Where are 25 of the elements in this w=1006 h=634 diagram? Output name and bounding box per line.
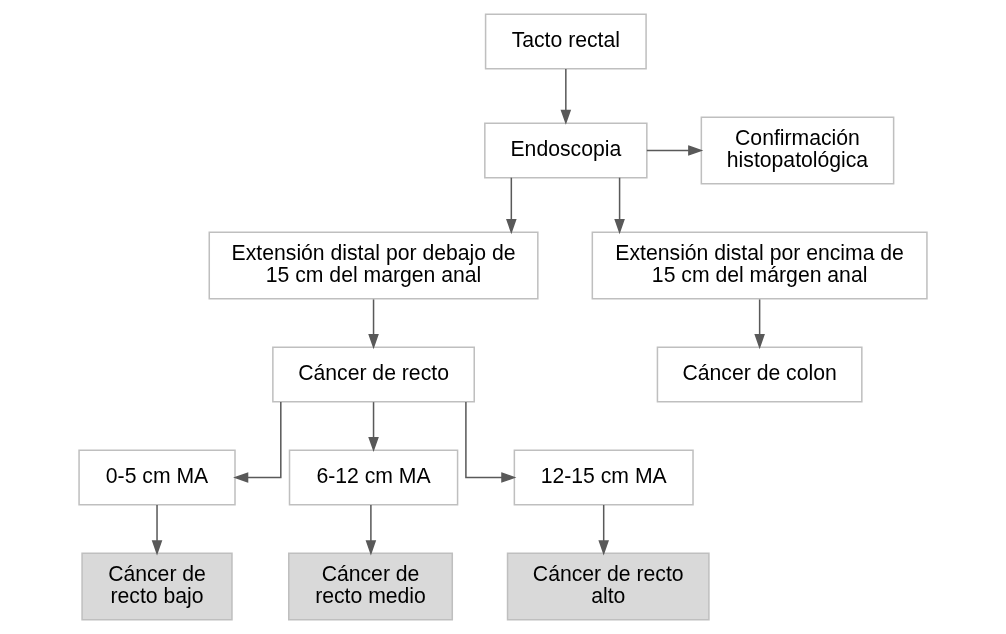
arrow	[151, 504, 163, 556]
arrow	[233, 401, 282, 483]
node-box: Extensión distal por debajo de 15 cm del margen anal	[208, 231, 539, 300]
arrow	[598, 504, 609, 556]
arrow	[646, 145, 704, 156]
arrow	[506, 176, 517, 235]
arrow	[614, 176, 625, 235]
node-box: Cáncer de colon	[656, 346, 863, 403]
arrow	[368, 298, 379, 350]
node-box: Cáncer de recto	[272, 346, 475, 403]
node-box: Endoscopia	[484, 122, 648, 179]
node-box: Extensión distal por encima de 15 cm del márgen anal	[591, 231, 928, 300]
node-box: 6-12 cm MA	[288, 449, 459, 506]
node-box: Tacto rectal	[484, 13, 647, 70]
node-box: 12-15 cm MA	[513, 449, 694, 506]
node-box: Cáncer de recto medio	[288, 552, 454, 621]
arrow	[560, 68, 572, 125]
arrow	[368, 401, 379, 453]
arrow	[465, 401, 517, 483]
node-box: 0-5 cm MA	[78, 449, 236, 506]
node-box: Cáncer de recto alto	[506, 552, 710, 621]
node-box: Cáncer de recto bajo	[81, 552, 233, 621]
arrow	[365, 504, 377, 556]
node-box: Confirmación histopatológica	[700, 116, 895, 185]
arrow	[754, 298, 765, 350]
